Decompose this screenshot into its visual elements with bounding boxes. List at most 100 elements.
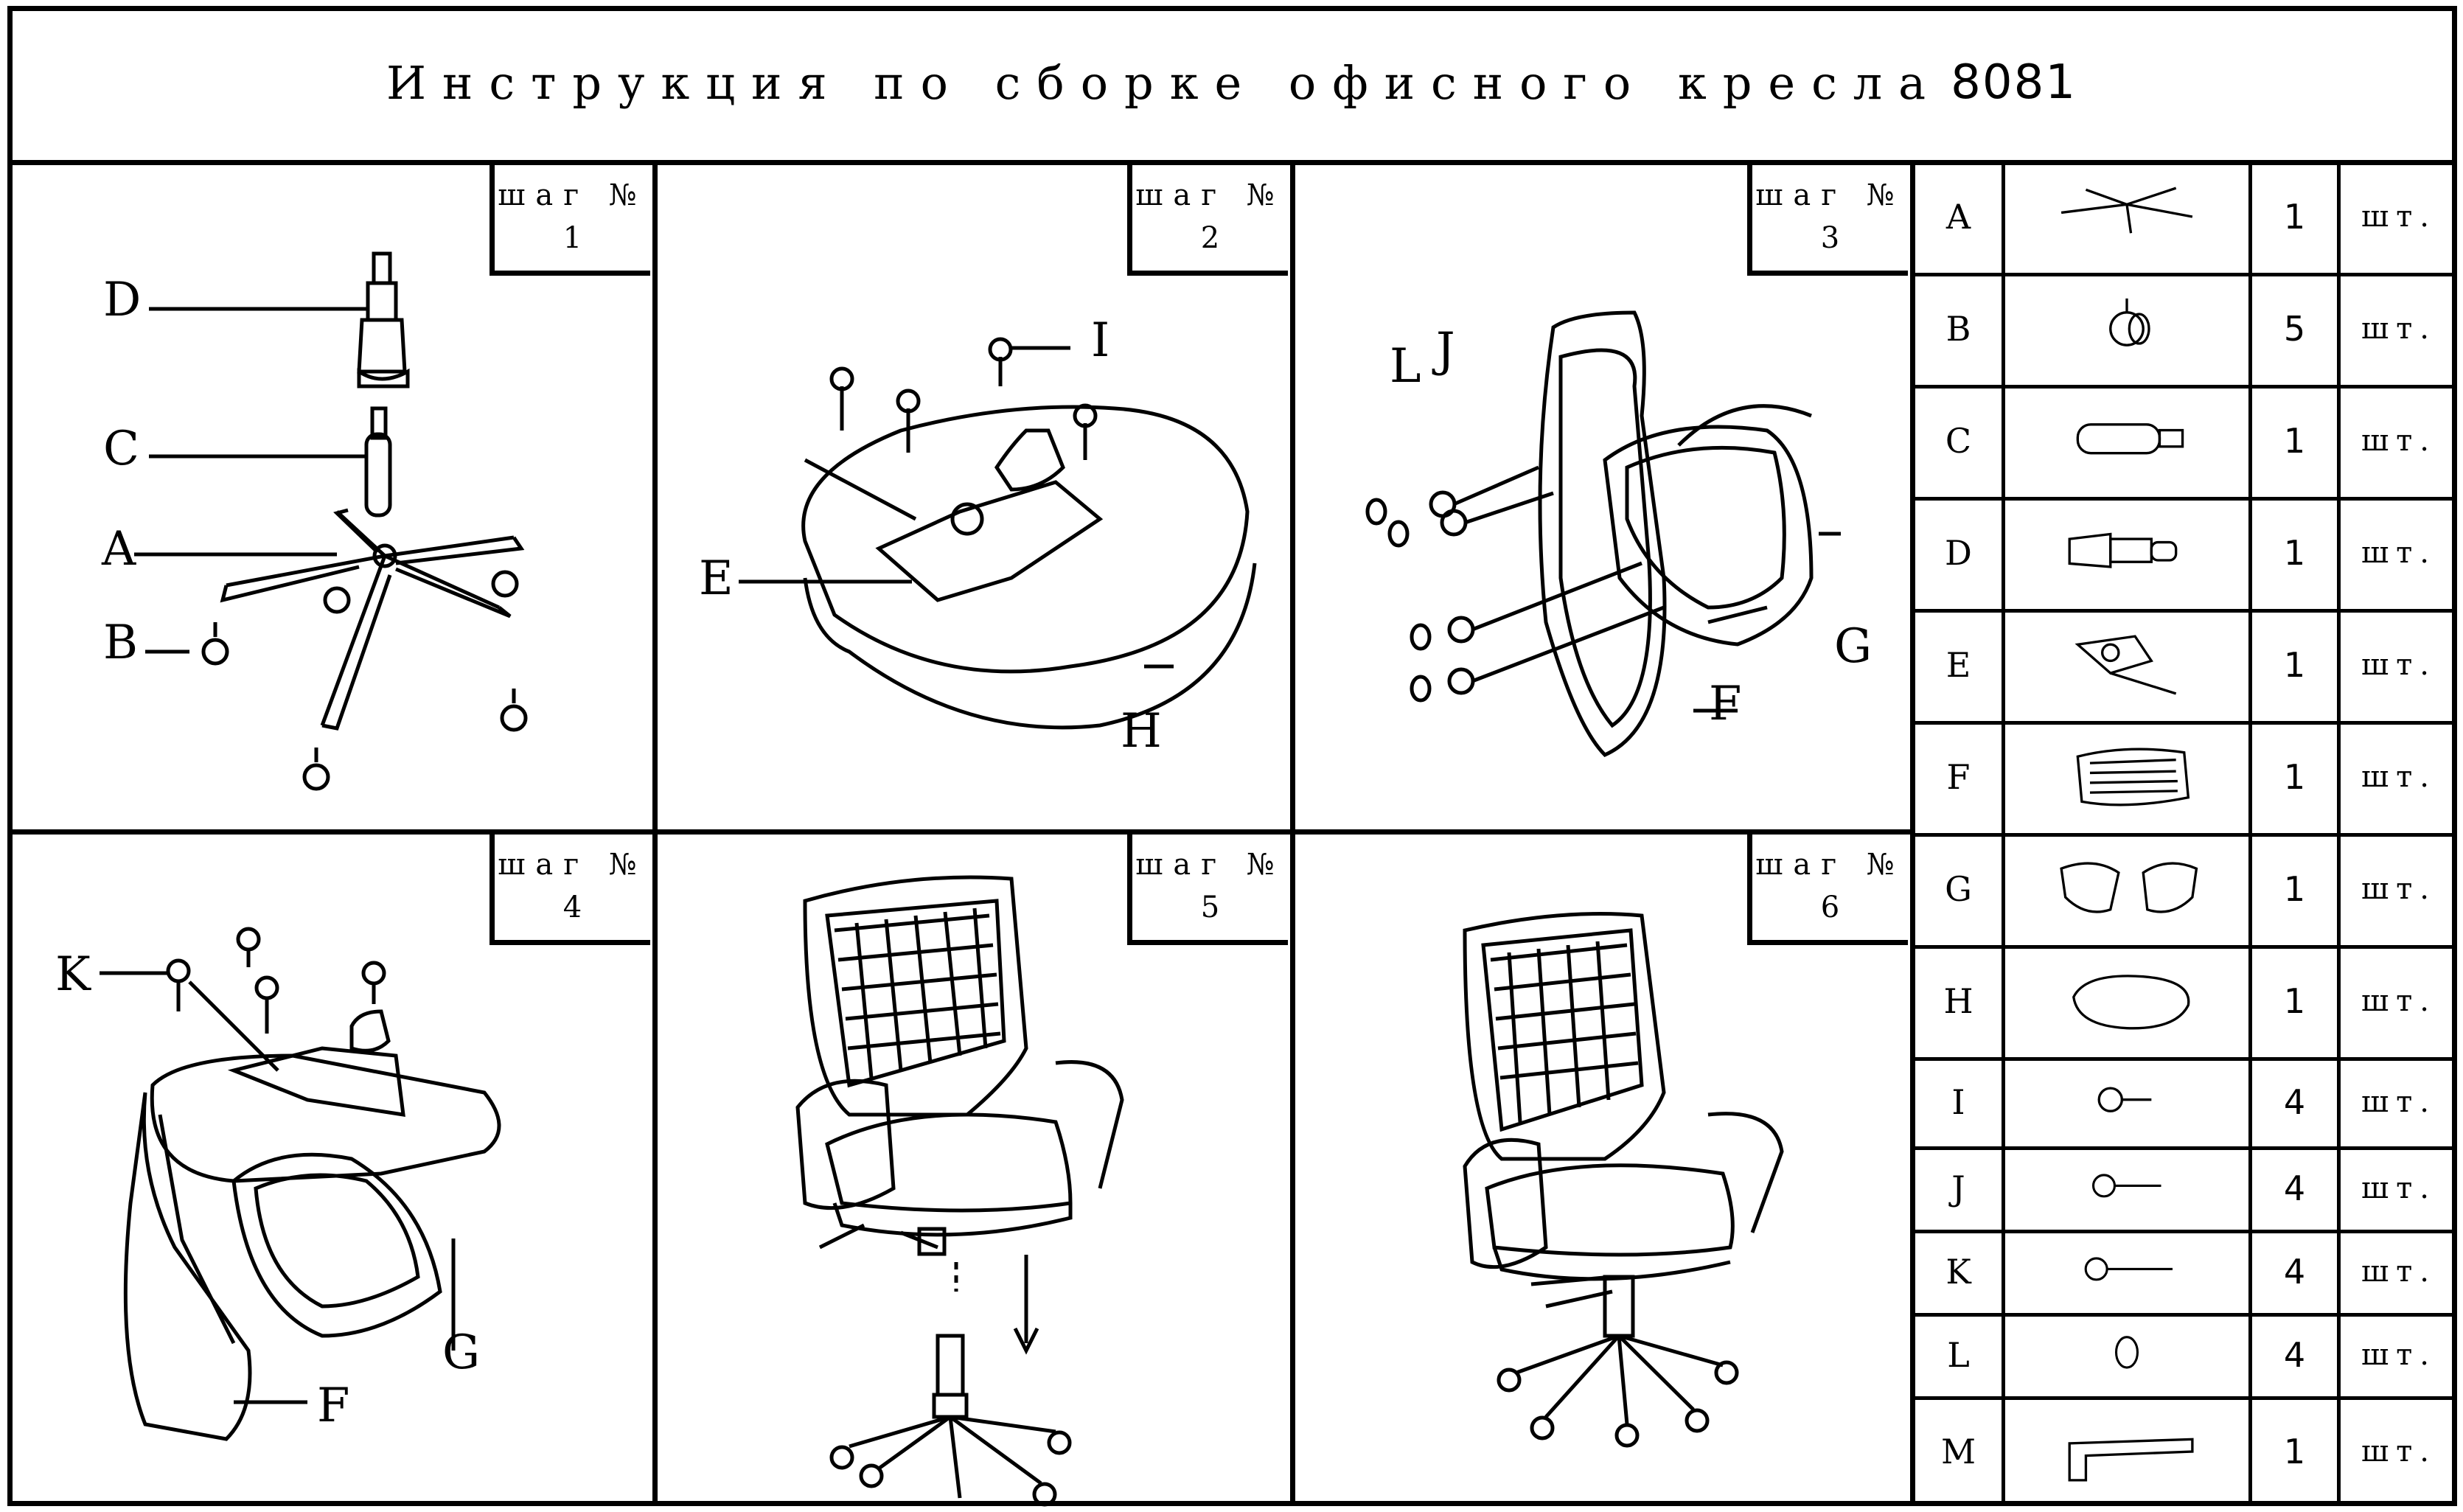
short-bolt-icon <box>2097 1086 2152 1112</box>
model-number: 8081 <box>1951 55 2077 110</box>
part-letter: D <box>1945 533 1972 573</box>
part-quantity: 4 <box>2283 1334 2306 1375</box>
part-letter: I <box>1951 1081 1965 1122</box>
callout-K: K <box>55 947 91 1002</box>
caster-wheel-icon <box>2109 298 2150 346</box>
backrest-icon <box>2076 748 2190 806</box>
part-unit: шт. <box>2361 1254 2437 1289</box>
part-letter: J <box>1951 1168 1965 1208</box>
part-letter: H <box>1943 981 1973 1021</box>
part-unit: шт. <box>2361 648 2437 682</box>
callout-C: C <box>103 422 139 476</box>
tilt-mechanism-icon <box>2074 635 2177 695</box>
medium-bolt-icon <box>2091 1174 2161 1198</box>
step-5-illustration <box>658 835 1290 1506</box>
gas-lift-icon <box>2076 423 2184 455</box>
seat-cushion-drawing <box>804 407 1255 728</box>
part-quantity: 4 <box>2283 1168 2306 1208</box>
part-unit: шт. <box>2361 1171 2437 1205</box>
row-divider <box>1915 1057 2457 1061</box>
caster-drawings <box>203 572 526 789</box>
page-title: Инструкция по сборке офисного кресла 808… <box>0 0 2463 165</box>
part-letter: F <box>1946 757 1971 797</box>
part-quantity: 1 <box>2283 869 2306 909</box>
part-quantity: 1 <box>2283 981 2306 1021</box>
part-unit: шт. <box>2361 1434 2437 1469</box>
tilt-mechanism-drawing <box>805 431 1100 600</box>
divider <box>7 829 1915 835</box>
callout-G: G <box>442 1325 481 1380</box>
part-letter: G <box>1945 869 1972 909</box>
part-letter: C <box>1945 421 1972 461</box>
armrests-icon <box>2060 862 2198 913</box>
part-quantity: 1 <box>2283 645 2306 685</box>
part-unit: шт. <box>2361 1337 2437 1372</box>
part-quantity: 1 <box>2283 421 2306 461</box>
part-image <box>2005 1396 2248 1506</box>
callout-F: F <box>317 1379 350 1433</box>
part-image <box>2005 273 2248 385</box>
star-base-drawing <box>223 510 521 728</box>
part-letter: L <box>1947 1334 1970 1375</box>
part-unit: шт. <box>2361 984 2437 1018</box>
part-image <box>2005 160 2248 273</box>
seat-cushion-icon <box>2072 975 2190 1030</box>
part-image <box>2005 721 2248 833</box>
callout-H: H <box>1121 704 1162 759</box>
callout-G: G <box>1834 619 1872 674</box>
part-unit: шт. <box>2361 199 2437 234</box>
part-image <box>2005 497 2248 609</box>
part-unit: шт. <box>2361 872 2437 906</box>
part-unit: шт. <box>2361 312 2437 346</box>
part-unit: шт. <box>2361 1084 2437 1119</box>
part-quantity: 4 <box>2283 1081 2306 1122</box>
row-divider <box>1915 1313 2457 1317</box>
part-image <box>2005 385 2248 497</box>
long-bolt-icon <box>2084 1257 2173 1281</box>
part-quantity: 4 <box>2283 1251 2306 1292</box>
part-image <box>2005 1057 2248 1146</box>
step-3-illustration <box>1295 165 1910 829</box>
backrest-frame-drawing <box>1540 313 1665 755</box>
part-letter: B <box>1945 309 1971 349</box>
part-quantity: 1 <box>2283 533 2306 573</box>
part-quantity: 1 <box>2283 1431 2306 1471</box>
part-unit: шт. <box>2361 424 2437 458</box>
part-quantity: 1 <box>2283 757 2306 797</box>
part-image <box>2005 945 2248 1057</box>
part-image <box>2005 609 2248 721</box>
gas-lift-drawing <box>366 408 390 515</box>
part-image <box>2005 833 2248 945</box>
bolts-drawing <box>832 339 1095 460</box>
chair-top-drawing <box>798 877 1122 1254</box>
step-1-illustration <box>13 165 652 829</box>
seat-and-frame-drawing <box>125 1056 499 1439</box>
row-divider <box>1915 385 2457 389</box>
star-base-icon <box>2060 187 2193 233</box>
bolts-and-plugs-drawing <box>1368 467 1664 700</box>
step-6-illustration <box>1295 835 1910 1506</box>
row-divider <box>1915 945 2457 949</box>
mechanism-and-bolts-drawing <box>168 929 403 1115</box>
callout-D: D <box>103 273 142 327</box>
row-divider <box>1915 497 2457 501</box>
gas-lift-cover-icon <box>2068 532 2178 568</box>
part-quantity: 1 <box>2283 196 2306 237</box>
row-divider <box>1915 273 2457 276</box>
step-2-illustration <box>658 165 1290 829</box>
part-image <box>2005 1313 2248 1396</box>
part-image <box>2005 1230 2248 1313</box>
step-4-illustration <box>13 835 652 1506</box>
row-divider <box>1915 721 2457 725</box>
part-quantity: 5 <box>2283 309 2306 349</box>
callout-L: L <box>1390 339 1421 394</box>
row-divider <box>1915 1230 2457 1233</box>
gas-lift-cover-drawing <box>359 254 408 386</box>
hex-key-icon <box>2068 1438 2194 1482</box>
